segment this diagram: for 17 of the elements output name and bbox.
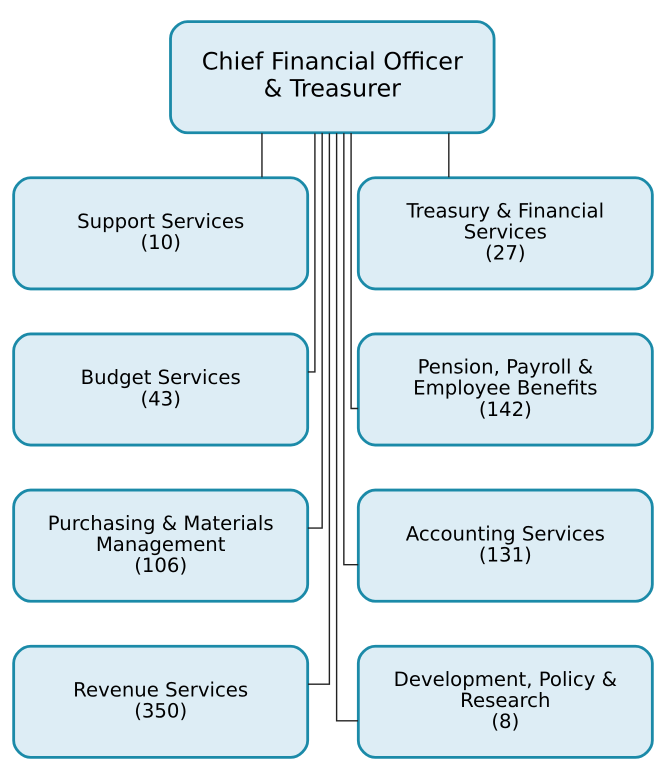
node-box: Revenue Services (350) [12,644,310,759]
node-box: Development, Policy & Research (8) [356,644,654,759]
connector [308,132,323,529]
node-box: Budget Services (43) [12,332,310,446]
connector [336,133,358,722]
connector [308,133,316,373]
connector [261,133,263,178]
node-box: Chief Financial Officer & Treasurer [169,20,496,134]
node-box: Pension, Payroll & Employee Benefits (142) [356,332,654,446]
node-box: Support Services (10) [12,176,310,290]
connector [343,133,358,566]
connector [350,133,358,410]
connector [448,133,450,178]
node-box: Accounting Services (131) [356,488,654,603]
connector [308,133,330,685]
node-box: Purchasing & Materials Management (106) [12,488,310,603]
node-box: Treasury & Financial Services (27) [356,176,654,290]
